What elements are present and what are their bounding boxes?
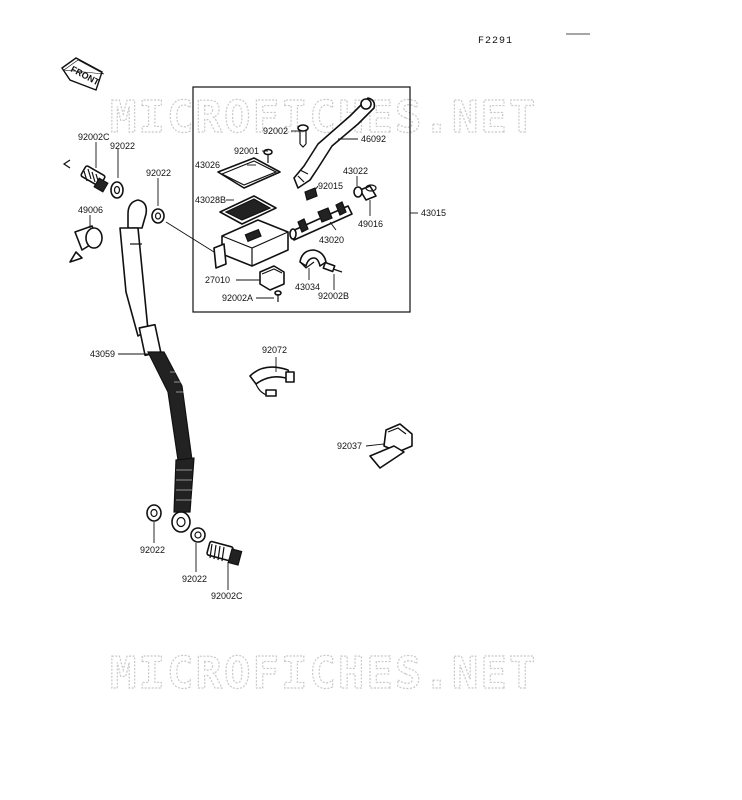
screw-icon [274, 290, 282, 302]
label-92001: 92001 [234, 146, 259, 156]
master-cylinder-body [165, 219, 289, 269]
label-49006: 49006 [78, 205, 103, 215]
label-92002A: 92002A [222, 293, 253, 303]
washer-icon [190, 527, 206, 543]
diagram-code: F2291 [478, 36, 513, 47]
label-92022: 92022 [110, 141, 135, 151]
screw-icon [263, 148, 273, 163]
leader-lines [89, 130, 385, 590]
washer-hole [113, 185, 121, 195]
washer-icon [146, 504, 162, 522]
piston-assembly [289, 201, 353, 241]
banjo-bolt-icon [80, 165, 109, 193]
washer-icon [151, 208, 165, 224]
label-92015: 92015 [318, 181, 343, 191]
reservoir-cap [217, 157, 281, 189]
label-92002B: 92002B [318, 291, 349, 301]
hose-bracket [369, 423, 413, 469]
washer-icon [110, 181, 124, 199]
boot-cap-icon [69, 225, 103, 263]
handlebar-clamp [299, 249, 327, 269]
brake-hose [119, 199, 195, 533]
label-92037: 92037 [337, 441, 362, 451]
banjo-bolt-icon [206, 540, 243, 566]
switch-bracket [259, 265, 285, 291]
diaphragm-inner [224, 198, 272, 221]
label-92022: 92022 [140, 545, 165, 555]
label-27010: 27010 [205, 275, 230, 285]
label-46092: 46092 [361, 134, 386, 144]
label-43059: 43059 [90, 349, 115, 359]
label-43028B: 43028B [195, 195, 226, 205]
label-92022: 92022 [182, 574, 207, 584]
label-92002: 92002 [263, 126, 288, 136]
adjuster-icon [304, 187, 318, 201]
reservoir-cap-inner [220, 160, 278, 186]
label-43020: 43020 [319, 235, 344, 245]
washer-hole [150, 508, 158, 518]
label-43022: 43022 [343, 166, 368, 176]
label-49016: 49016 [358, 219, 383, 229]
dust-boot-icon [353, 184, 377, 201]
label-92002C: 92002C [211, 591, 243, 601]
label-92072: 92072 [262, 345, 287, 355]
label-43026: 43026 [195, 160, 220, 170]
watermark-top: MICROFICHES.NET [110, 92, 537, 143]
label-92022: 92022 [146, 168, 171, 178]
assembly-frame [192, 86, 411, 313]
clamp-bolt-icon [322, 261, 343, 273]
label-43015: 43015 [421, 208, 446, 218]
watermark-bottom: MICROFICHES.NET [110, 648, 537, 699]
brake-lever [293, 97, 376, 189]
washer-hole [194, 531, 202, 539]
washer-hole [154, 212, 162, 220]
label-92002C: 92002C [78, 132, 110, 142]
front-arrow-icon: FRONT [61, 57, 105, 91]
hose-clip [249, 366, 295, 397]
direction-arrow-icon [62, 159, 71, 169]
pivot-bolt-icon [297, 124, 309, 148]
label-43034: 43034 [295, 282, 320, 292]
